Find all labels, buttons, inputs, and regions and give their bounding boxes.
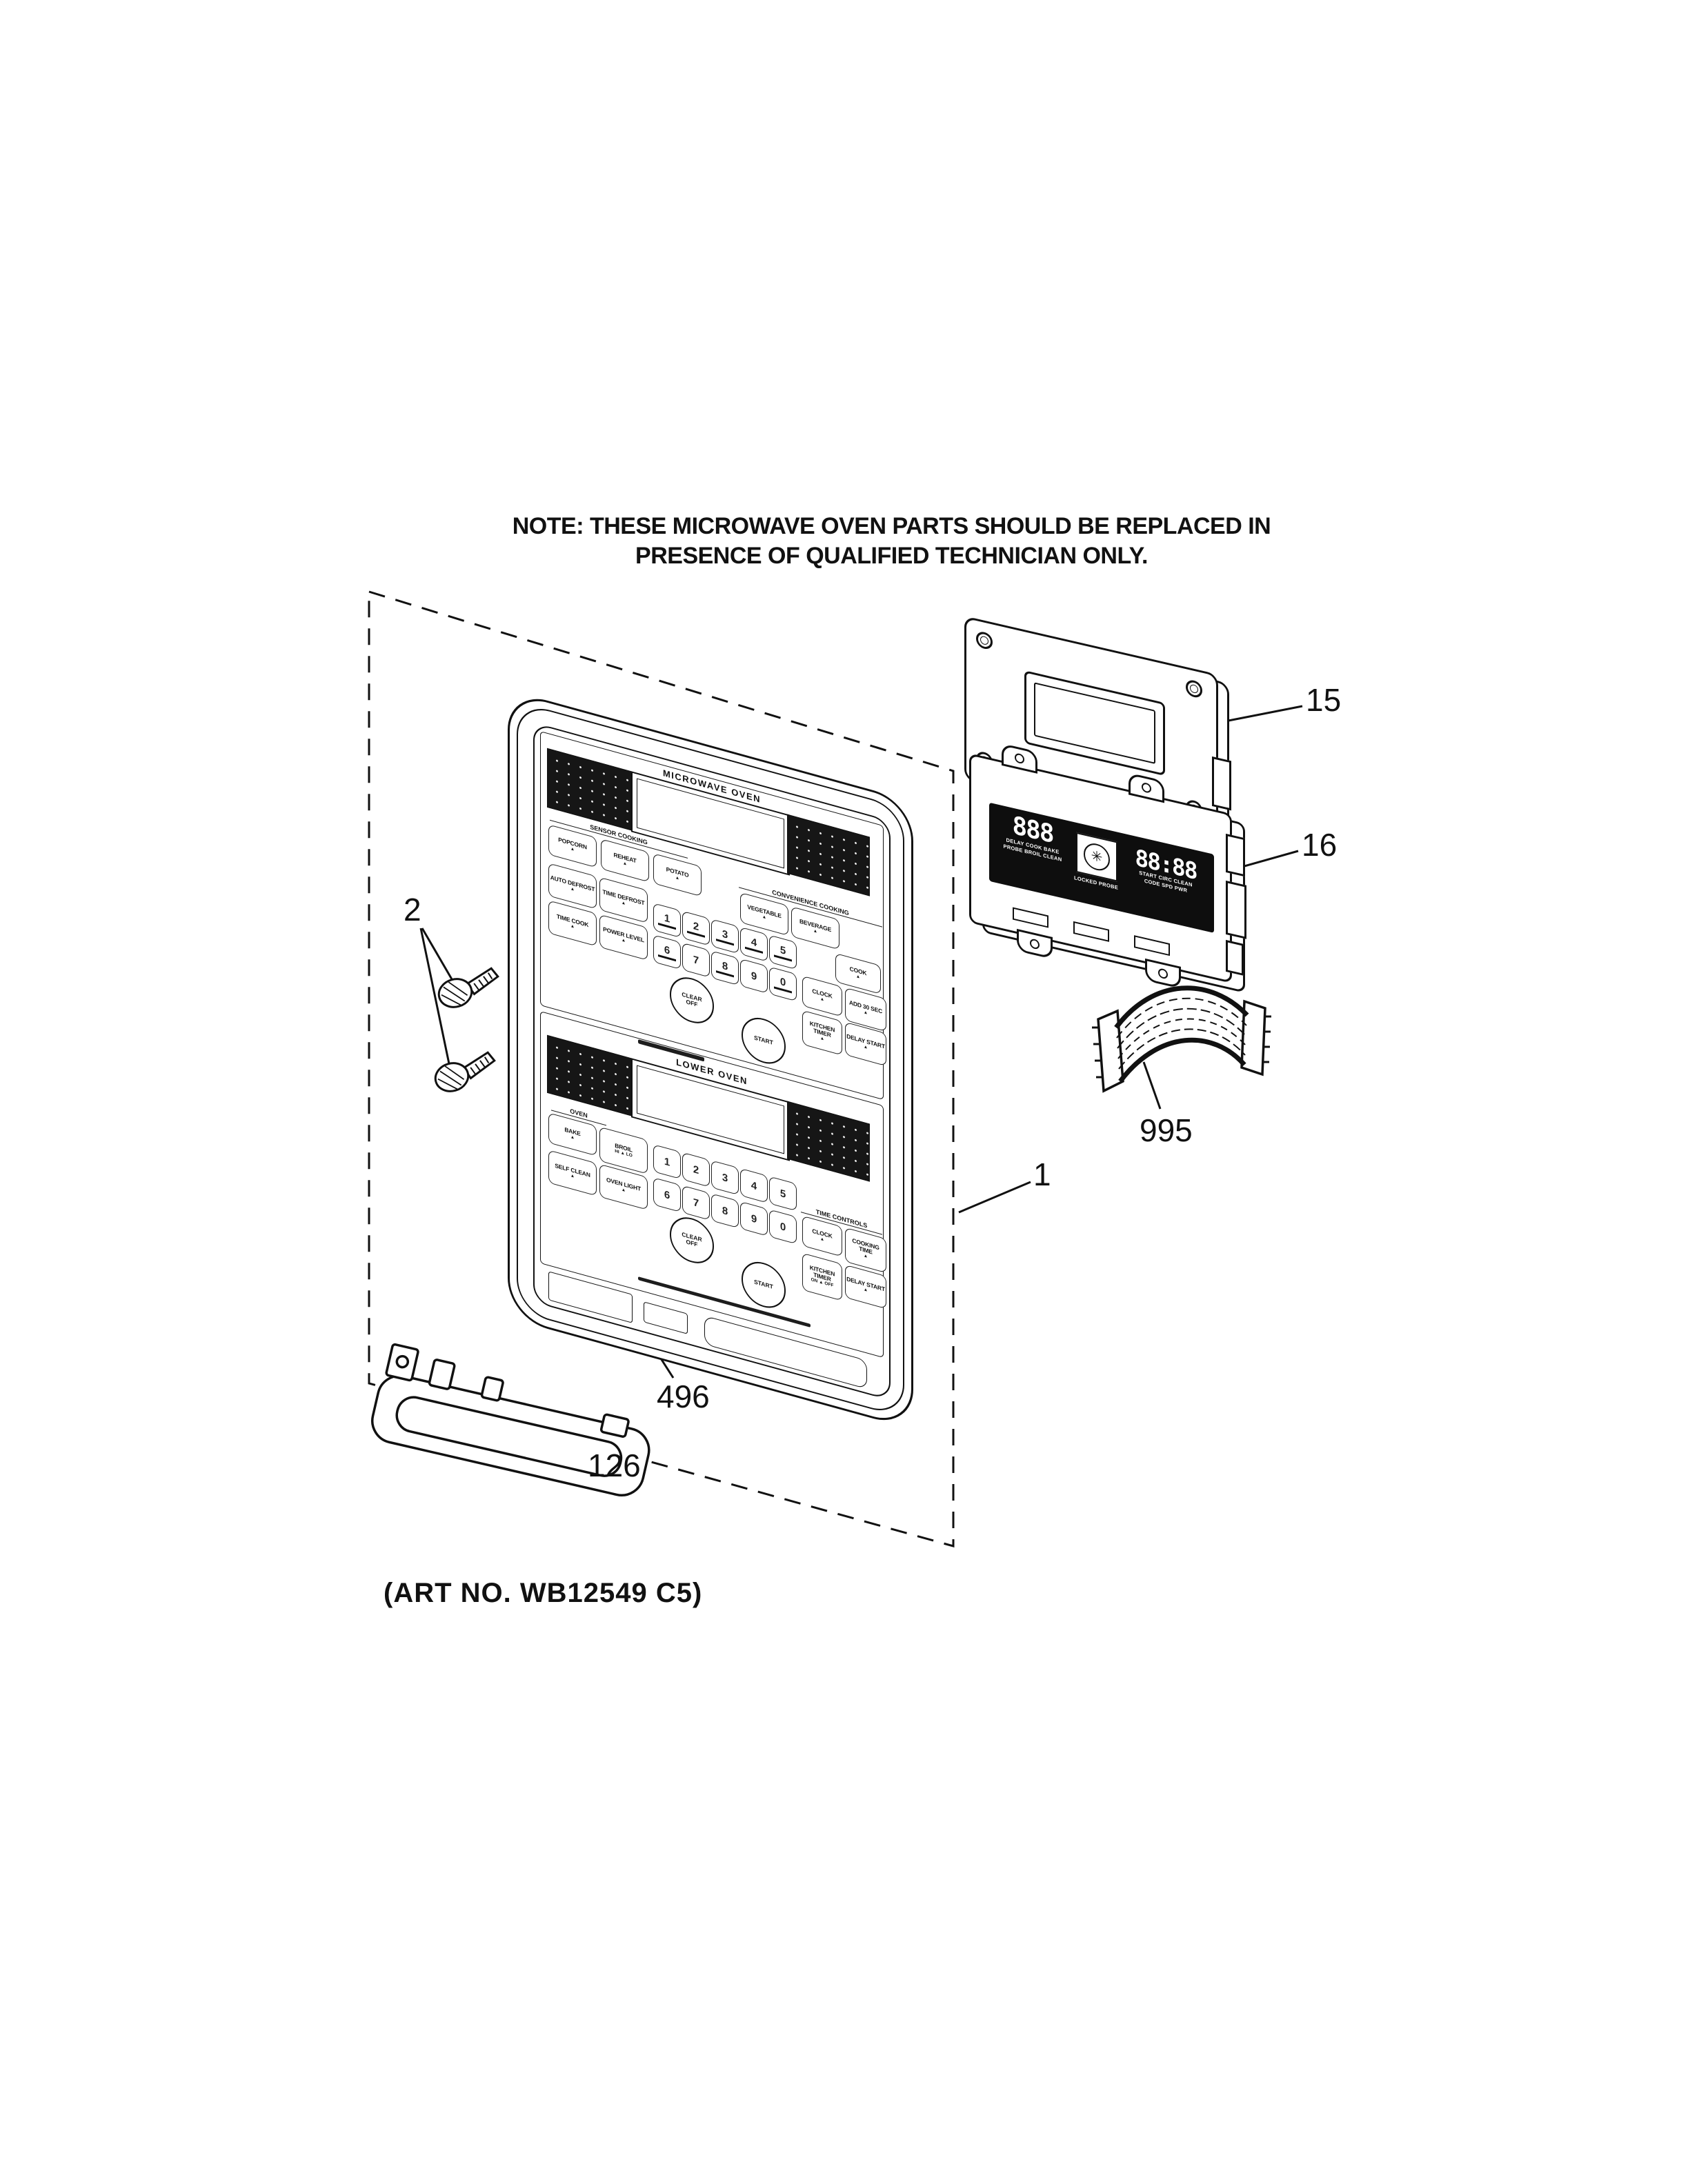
arrow-up-icon: ▲ — [863, 1253, 868, 1260]
arrow-up-icon: ▲ — [570, 923, 575, 930]
board-slot — [1073, 921, 1109, 942]
part-label-handle: 126 — [588, 1447, 641, 1483]
caution-note-line2: PRESENCE OF QUALIFIED TECHNICIAN ONLY. — [635, 543, 1148, 569]
lcd-window — [1024, 670, 1165, 777]
arrow-up-icon: ▲ — [570, 845, 575, 852]
arrow-up-icon: ▲ — [813, 928, 818, 934]
ribbon-cable — [1092, 985, 1271, 1093]
part-label-panel: 1 — [1033, 1156, 1051, 1192]
arrow-up-icon: ▲ — [570, 1134, 575, 1141]
arrow-up-icon: ▲ — [621, 937, 626, 943]
arrow-up-icon: ▲ — [762, 914, 767, 921]
board-slot — [1134, 935, 1170, 956]
board-slot — [1013, 907, 1048, 928]
arrow-up-icon: ▲ — [819, 996, 825, 1003]
part-label-cable: 995 — [1140, 1112, 1193, 1148]
arrow-up-icon: ▲ — [855, 973, 861, 980]
screw-icon — [434, 1051, 496, 1092]
arrow-up-icon: ▲ — [863, 1009, 868, 1016]
part-label-display-board: 15 — [1306, 682, 1342, 718]
caution-note: NOTE: THESE MICROWAVE OVEN PARTS SHOULD … — [490, 512, 1293, 571]
erc-logo-box: ✳ — [1076, 832, 1117, 882]
arrow-up-icon: ▲ — [621, 1187, 626, 1193]
part-label-control-board: 16 — [1302, 827, 1338, 863]
screw-icon — [437, 967, 499, 1008]
screw-hole-icon — [1186, 679, 1202, 699]
control-panel-assembly: MICROWAVE OVEN SENSOR COOKING CONVENIENC… — [508, 690, 913, 1430]
arrow-up-icon: ▲ — [622, 860, 628, 867]
connector-fin-icon — [1226, 939, 1244, 976]
arrow-up-icon: ▲ — [570, 885, 575, 892]
arrow-up-icon: ▲ — [675, 874, 680, 881]
art-number: (ART NO. WB12549 C5) — [384, 1578, 703, 1608]
panel-cutout-mid — [644, 1301, 688, 1334]
board-connector-tab — [1212, 756, 1231, 811]
connector-fin-icon — [1226, 880, 1246, 939]
panel-face: MICROWAVE OVEN SENSOR COOKING CONVENIENC… — [533, 722, 891, 1401]
handle-part — [371, 1343, 650, 1496]
caution-note-line1: NOTE: THESE MICROWAVE OVEN PARTS SHOULD … — [512, 513, 1271, 539]
arrow-up-icon: ▲ — [819, 1236, 825, 1243]
erc-left-display: 888 DELAY COOK BAKE PROBE BROIL CLEAN — [1003, 811, 1062, 863]
part-label-rings: 496 — [657, 1379, 710, 1414]
arrow-up-icon: ▲ — [621, 900, 626, 906]
part-label-screws: 2 — [404, 892, 421, 928]
screw-hole-icon — [976, 630, 993, 651]
arrow-up-icon: ▲ — [570, 1172, 575, 1179]
arrow-up-icon: ▲ — [819, 1035, 825, 1042]
arrow-up-icon: ▲ — [863, 1043, 868, 1050]
arrow-up-icon: ▲ — [863, 1286, 868, 1293]
starburst-icon: ✳ — [1084, 841, 1110, 874]
connector-fin-icon — [1226, 833, 1245, 877]
erc-right-display: 88:88 START CIRC CLEAN CODE SPD PWR — [1135, 843, 1197, 894]
dashed-boundary — [368, 590, 955, 1547]
